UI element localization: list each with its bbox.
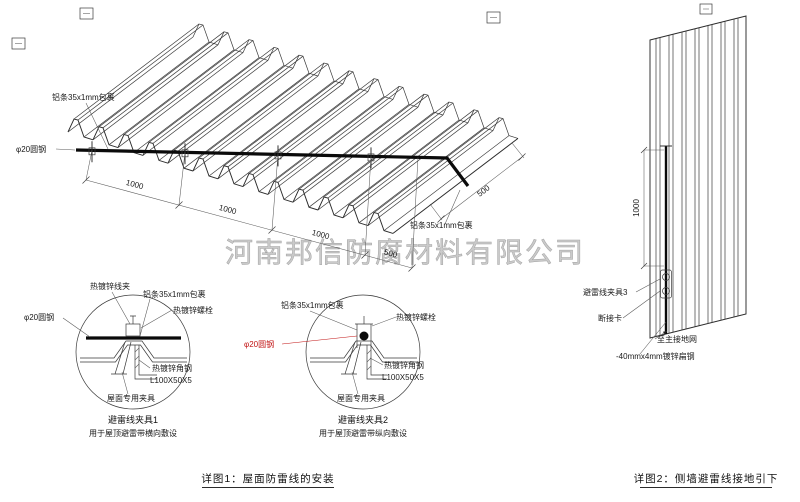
label-d1-roof-clamp: 屋面专用夹具 bbox=[107, 393, 155, 403]
wall-dim-1000: 1000 bbox=[632, 199, 641, 217]
label-to-ground: 至主接地网 bbox=[657, 334, 697, 344]
label-d2-bolt: 热镀锌螺栓 bbox=[396, 312, 436, 322]
grid-markers bbox=[11, 3, 713, 50]
detail-circle-2: 铝条35x1mm包裹 热镀锌螺栓 φ20圆钢 热镀锌角钢 L100X50X5 屋… bbox=[244, 294, 436, 438]
wall-elevation-view: 1000 避雷线夹具3 断接卡 至主接地网 -40mmx4mm镀锌扁钢 bbox=[583, 15, 747, 361]
company-watermark: 河南邦信防腐材料有限公司 bbox=[225, 237, 585, 268]
label-d1-angle-spec: L100X50X5 bbox=[150, 376, 192, 385]
label-d2-roof-clamp: 屋面专用夹具 bbox=[337, 393, 385, 403]
label-aluminum-wrap-top: 铝条35x1mm包裹 bbox=[52, 92, 115, 102]
dimension-right-edge: 500 bbox=[429, 142, 526, 223]
label-d1-angle-steel: 热镀锌角钢 bbox=[152, 363, 192, 373]
lightning-wire bbox=[75, 148, 470, 187]
disconnect-link bbox=[660, 269, 672, 299]
label-d2-angle-spec: L100X50X5 bbox=[382, 373, 424, 382]
roof-labels: 铝条35x1mm包裹 φ20圆钢 铝条35x1mm包裹 bbox=[16, 92, 473, 230]
label-d1-wrap: 铝条35x1mm包裹 bbox=[143, 289, 206, 299]
caption-fig1: 详图1：屋面防雷线的安装 bbox=[201, 472, 334, 485]
dimension-chain-bottom: 1000 1000 1000 500 bbox=[82, 150, 419, 272]
captions: 详图1：屋面防雷线的安装 详图2：侧墙避雷线接地引下 bbox=[201, 472, 779, 488]
detail2-title: 避雷线夹具2 bbox=[338, 414, 388, 425]
label-disconnect: 断接卡 bbox=[598, 313, 622, 323]
detail1-title: 避雷线夹具1 bbox=[108, 414, 158, 425]
detail2-subtitle: 用于屋顶避雷带纵向敷设 bbox=[319, 428, 407, 438]
roof-isometric-view: 1000 1000 1000 500 500 铝条35x1mm包裹 φ20圆钢 … bbox=[16, 23, 526, 272]
detail-circle-1: 热镀锌线夹 铝条35x1mm包裹 热镀锌螺栓 φ20圆钢 热镀锌角钢 L100X… bbox=[24, 281, 213, 438]
label-d1-wire-clip: 热镀锌线夹 bbox=[90, 281, 130, 291]
label-flat-steel: -40mmx4mm镀锌扁钢 bbox=[616, 351, 695, 361]
label-d2-round-steel: φ20圆钢 bbox=[244, 339, 274, 349]
label-d1-round-steel: φ20圆钢 bbox=[24, 312, 54, 322]
dim-1000-b: 1000 bbox=[218, 203, 238, 216]
detail1-subtitle: 用于屋顶避雷带横向敷设 bbox=[89, 428, 177, 438]
wall-dimension: 1000 bbox=[632, 146, 664, 270]
label-aluminum-wrap-right: 铝条35x1mm包裹 bbox=[410, 220, 473, 230]
label-round-steel-roof: φ20圆钢 bbox=[16, 144, 46, 154]
dim-500-right: 500 bbox=[475, 183, 492, 199]
label-wall-clamp3: 避雷线夹具3 bbox=[583, 287, 628, 297]
caption-fig2: 详图2：侧墙避雷线接地引下 bbox=[634, 472, 779, 485]
dim-500-a: 500 bbox=[383, 248, 399, 260]
dim-1000-a: 1000 bbox=[125, 178, 145, 191]
detail2-wire-section bbox=[359, 331, 369, 341]
label-d2-angle-steel: 热镀锌角钢 bbox=[384, 360, 424, 370]
label-d2-wrap: 铝条35x1mm包裹 bbox=[281, 300, 344, 310]
wall-labels: 避雷线夹具3 断接卡 至主接地网 -40mmx4mm镀锌扁钢 bbox=[583, 278, 697, 361]
label-d1-bolt: 热镀锌螺栓 bbox=[173, 305, 213, 315]
